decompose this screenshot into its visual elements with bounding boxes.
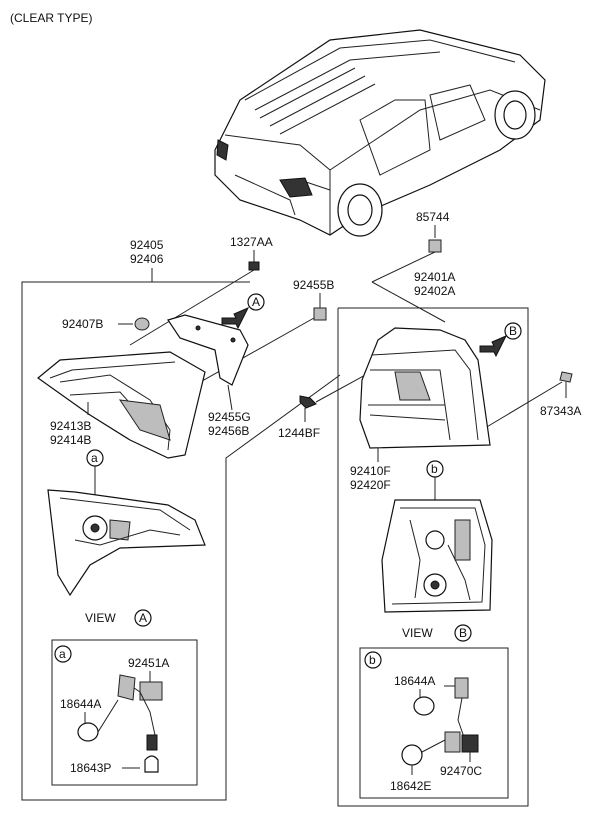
bulb2-label: 18643P	[70, 761, 111, 775]
view-b-marker: B	[459, 626, 467, 640]
bolt-label: 1327AA	[230, 235, 273, 249]
screw-label: 1244BF	[278, 426, 320, 440]
screw2-icon	[559, 371, 573, 383]
left-assembly-group: 92405 92406 1327AA 92455B 92407B A 92455…	[21, 235, 341, 801]
seal-part	[167, 314, 249, 386]
callout-a-marker: a	[91, 451, 98, 465]
right-assembly-group: 85744 92401A 92402A 1244BF 87343A B	[278, 210, 581, 807]
left-lens-part	[37, 351, 206, 459]
screw-icon	[299, 395, 317, 409]
diagram-title: (CLEAR TYPE)	[10, 11, 92, 25]
view-b-label: VIEW	[402, 626, 433, 640]
bolt-icon	[248, 261, 260, 271]
right-bulb-icon	[413, 696, 435, 716]
view-a-marker-top: A	[252, 295, 260, 309]
socket-label: 92451A	[128, 656, 169, 670]
left-detail-box: a 92451A 18644A 18643P	[51, 639, 198, 786]
view-a-label: VIEW	[85, 611, 116, 625]
seal-id-2: 92456B	[208, 424, 249, 438]
left-assembly-id-2: 92406	[130, 252, 164, 266]
right-bulb2-icon	[401, 744, 423, 766]
right-lens-id-1: 92410F	[350, 464, 391, 478]
callout-b-marker: b	[431, 462, 438, 476]
right-lens-id-2: 92420F	[350, 478, 391, 492]
view-a-marker: A	[139, 611, 147, 625]
right-bulb2-label: 18642E	[390, 779, 431, 793]
bulb2-icon	[144, 755, 159, 773]
right-detail-box: b 18644A 18642E 92470C	[359, 647, 509, 799]
clip-label: 85744	[416, 210, 450, 224]
detail-b-marker: b	[369, 653, 376, 667]
lens-id-2: 92414B	[50, 433, 91, 447]
right-bulb-label: 18644A	[394, 674, 435, 688]
bulb-label: 18644A	[60, 697, 101, 711]
bracket-label: 92455B	[293, 278, 334, 292]
right-housing-part	[381, 499, 493, 613]
socket-icon	[139, 681, 163, 701]
clip-icon	[428, 239, 442, 253]
vehicle-illustration	[214, 29, 546, 237]
gasket-icon	[134, 317, 150, 331]
seal-id-1: 92455G	[208, 410, 251, 424]
detail-a-marker: a	[59, 647, 66, 661]
right-assembly-id-1: 92401A	[414, 270, 455, 284]
bracket-nut-icon	[313, 307, 327, 321]
right-assembly-id-2: 92402A	[414, 284, 455, 298]
right-socket-label: 92470C	[440, 764, 482, 778]
view-a-arrow-icon	[221, 307, 250, 330]
gasket-label: 92407B	[62, 317, 103, 331]
screw2-label: 87343A	[540, 404, 581, 418]
left-assembly-id-1: 92405	[130, 238, 164, 252]
view-b-arrow-icon	[479, 335, 508, 358]
bulb-icon	[77, 722, 99, 742]
lens-id-1: 92413B	[50, 419, 91, 433]
right-lens-part	[359, 327, 491, 449]
view-b-marker-top: B	[509, 324, 517, 338]
left-housing-part	[47, 489, 206, 597]
